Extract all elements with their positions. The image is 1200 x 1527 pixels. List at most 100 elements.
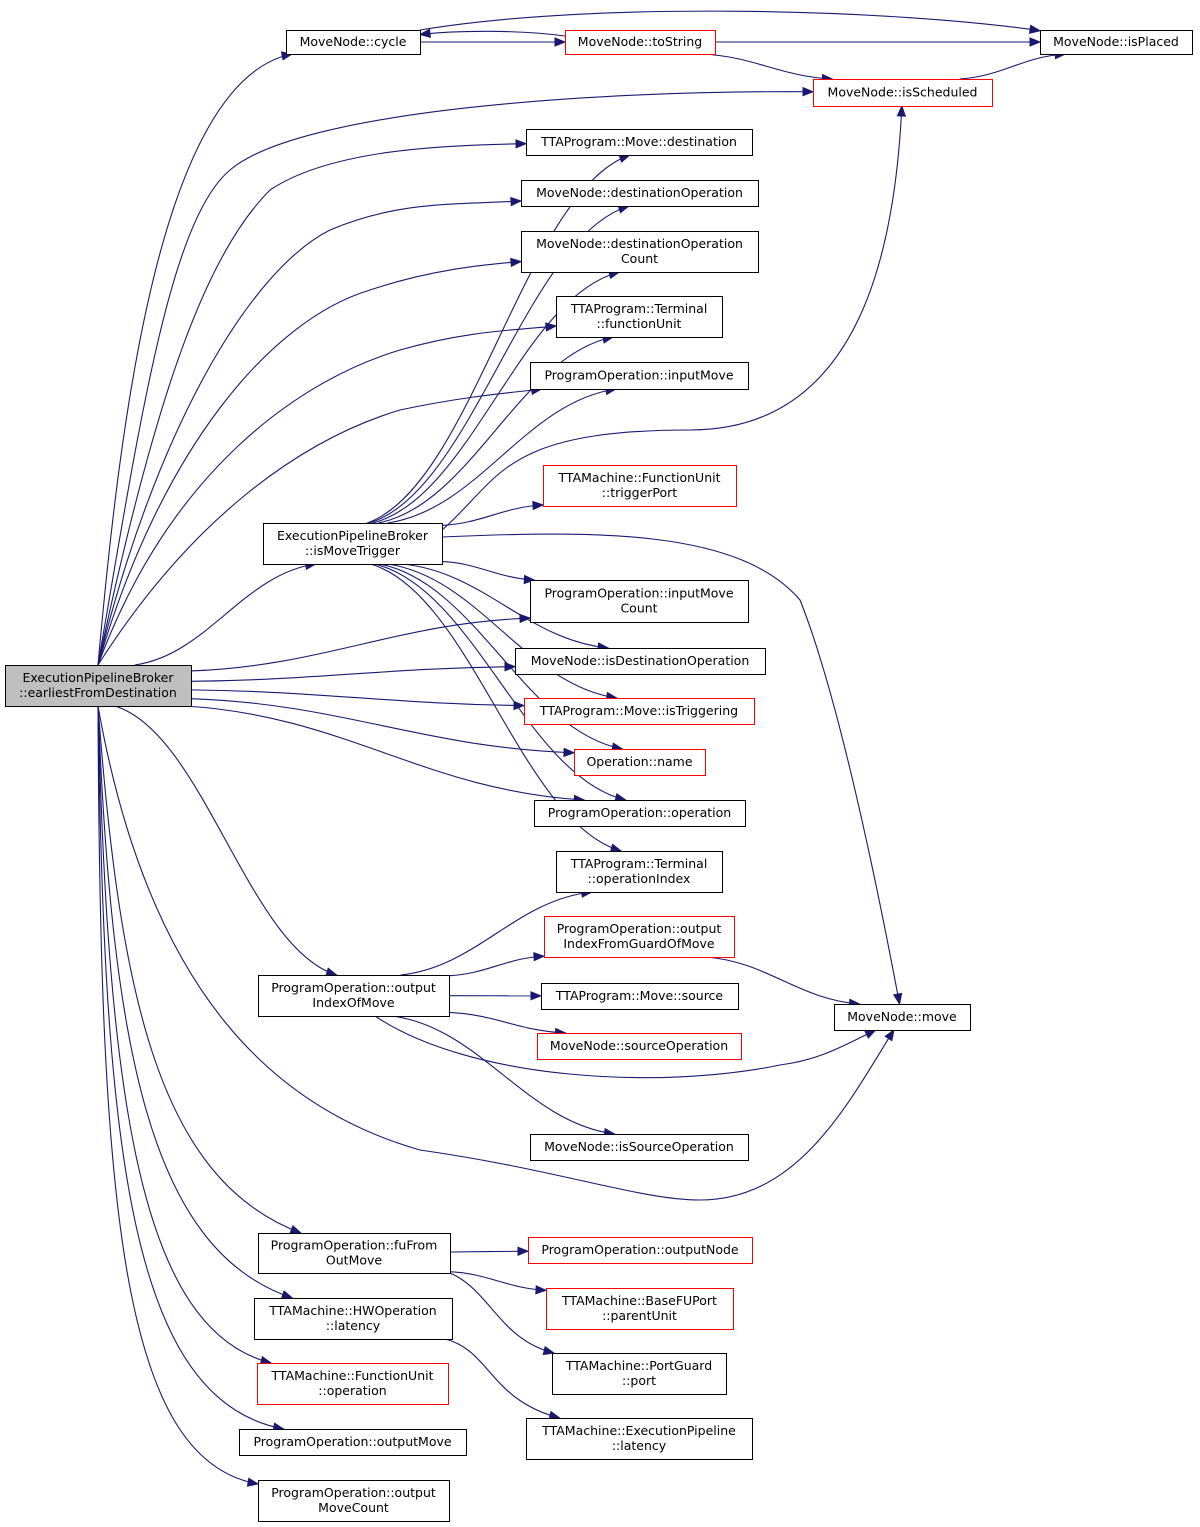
node-box-destOp[interactable] (521, 180, 759, 207)
node-label-outputNode-line-0: ProgramOperation::outputNode (541, 1242, 739, 1257)
edge-outIdxGuard-to-move (705, 956, 860, 1005)
node-box-functionUnit[interactable] (556, 296, 723, 338)
node-box-isTriggering[interactable] (524, 698, 755, 725)
edge-isMoveTrigger-to-destOp (369, 205, 630, 524)
node-box-hwLatency[interactable] (254, 1298, 453, 1340)
node-label-outIdxMove-line-0: ProgramOperation::output (271, 980, 436, 995)
node-move[interactable]: MoveNode::move (834, 1004, 971, 1031)
node-parentUnit[interactable]: TTAMachine::BaseFUPort::parentUnit (546, 1288, 734, 1330)
node-label-opName-line-0: Operation::name (586, 754, 692, 769)
node-box-outputMove[interactable] (239, 1429, 467, 1456)
node-label-functionUnit-line-0: TTAProgram::Terminal (570, 301, 708, 316)
node-box-triggerPort[interactable] (543, 465, 737, 507)
node-isScheduled[interactable]: MoveNode::isScheduled (813, 79, 993, 107)
edge-cycle-to-toString-arrowhead (554, 37, 567, 47)
node-box-isScheduled[interactable] (813, 79, 993, 107)
node-box-outIdxGuard[interactable] (544, 916, 735, 958)
node-box-opName[interactable] (574, 749, 706, 776)
edge-isMoveTrigger-to-inputMoveCount-arrowhead (523, 574, 536, 585)
node-label-epLatency-line-0: TTAMachine::ExecutionPipeline (541, 1423, 736, 1438)
node-functionUnit[interactable]: TTAProgram::Terminal::functionUnit (556, 296, 723, 338)
node-hwLatency[interactable]: TTAMachine::HWOperation::latency (254, 1298, 453, 1340)
node-box-sourceOp[interactable] (537, 1033, 742, 1060)
node-moveSource[interactable]: TTAProgram::Move::source (541, 983, 739, 1010)
node-box-isPlaced[interactable] (1040, 30, 1193, 55)
node-cycle[interactable]: MoveNode::cycle (286, 30, 421, 55)
edge-fuFromOutMove-to-outputNode-arrowhead (517, 1246, 530, 1256)
node-box-fuFromOutMove[interactable] (258, 1233, 451, 1274)
node-isMoveTrigger[interactable]: ExecutionPipelineBroker::isMoveTrigger (263, 523, 443, 565)
node-label-destination-line-0: TTAProgram::Move::destination (540, 134, 737, 149)
edge-outIdxMove-to-move-arrowhead (864, 1029, 877, 1039)
node-box-isMoveTrigger[interactable] (263, 523, 443, 565)
edge-root-to-move-arrowhead (884, 1028, 895, 1042)
edge-isMoveTrigger-to-inputMoveCount (441, 560, 535, 581)
node-toString[interactable]: MoveNode::toString (565, 30, 716, 55)
edge-root-to-isScheduled (97, 91, 814, 666)
edge-root-to-cycle (97, 53, 293, 666)
edge-root-to-move (97, 705, 895, 1201)
edge-fuFromOutMove-to-portGuardPort-arrowhead (542, 1345, 556, 1356)
node-box-portGuardPort[interactable] (552, 1353, 727, 1395)
node-box-cycle[interactable] (286, 30, 421, 55)
edge-toString-to-isPlaced-arrowhead (1029, 37, 1042, 47)
node-box-destination[interactable] (526, 129, 753, 156)
edge-root-to-isMoveTrigger (134, 563, 316, 666)
node-box-epLatency[interactable] (526, 1418, 753, 1460)
node-outputMove[interactable]: ProgramOperation::outputMove (239, 1429, 467, 1456)
edge-root-to-functionUnit-arrowhead (545, 322, 558, 332)
node-label-fuFromOutMove-line-0: ProgramOperation::fuFrom (271, 1238, 438, 1253)
node-portGuardPort[interactable]: TTAMachine::PortGuard::port (552, 1353, 727, 1395)
edge-outIdxMove-to-operationIndex (400, 891, 592, 976)
node-box-move[interactable] (834, 1004, 971, 1031)
node-label-destOp-line-0: MoveNode::destinationOperation (536, 185, 743, 200)
node-isTriggering[interactable]: TTAProgram::Move::isTriggering (524, 698, 755, 725)
node-outputNode[interactable]: ProgramOperation::outputNode (528, 1237, 753, 1264)
node-box-moveSource[interactable] (541, 983, 739, 1010)
node-box-parentUnit[interactable] (546, 1288, 734, 1330)
node-box-isSourceOp[interactable] (530, 1134, 749, 1161)
node-opName[interactable]: Operation::name (574, 749, 706, 776)
node-label-inputMove-line-0: ProgramOperation::inputMove (544, 368, 733, 383)
node-sourceOp[interactable]: MoveNode::sourceOperation (537, 1033, 742, 1060)
node-label-outputMoveCount-line-0: ProgramOperation::output (271, 1485, 436, 1500)
node-operationIndex[interactable]: TTAProgram::Terminal::operationIndex (556, 851, 723, 893)
node-destOp[interactable]: MoveNode::destinationOperation (521, 180, 759, 207)
node-label-hwLatency-line-0: TTAMachine::HWOperation (268, 1303, 436, 1318)
node-layer: ExecutionPipelineBroker::earliestFromDes… (5, 30, 1193, 1522)
node-triggerPort[interactable]: TTAMachine::FunctionUnit::triggerPort (543, 465, 737, 507)
node-inputMove[interactable]: ProgramOperation::inputMove (530, 362, 749, 390)
node-box-outIdxMove[interactable] (258, 975, 450, 1017)
edge-root-to-isTriggering (190, 689, 525, 707)
node-box-operationIndex[interactable] (556, 851, 723, 893)
node-outIdxGuard[interactable]: ProgramOperation::outputIndexFromGuardOf… (544, 916, 735, 958)
node-epLatency[interactable]: TTAMachine::ExecutionPipeline::latency (526, 1418, 753, 1460)
node-box-outputNode[interactable] (528, 1237, 753, 1264)
edge-root-to-outputMove (97, 705, 284, 1430)
node-box-root[interactable] (5, 665, 192, 707)
node-label-isSourceOp-line-0: MoveNode::isSourceOperation (544, 1139, 734, 1154)
node-label-cycle-line-0: MoveNode::cycle (300, 34, 407, 49)
node-box-fuOperation[interactable] (257, 1363, 449, 1405)
node-isDestOp[interactable]: MoveNode::isDestinationOperation (515, 648, 766, 675)
node-box-destOpCount[interactable] (521, 231, 759, 273)
node-root[interactable]: ExecutionPipelineBroker::earliestFromDes… (5, 665, 192, 707)
node-box-inputMove[interactable] (530, 362, 749, 390)
node-box-isDestOp[interactable] (515, 648, 766, 675)
edge-outIdxMove-to-isSourceOp (392, 1015, 615, 1135)
node-isPlaced[interactable]: MoveNode::isPlaced (1040, 30, 1193, 55)
node-box-outputMoveCount[interactable] (258, 1480, 450, 1522)
node-destination[interactable]: TTAProgram::Move::destination (526, 129, 753, 156)
node-box-toString[interactable] (565, 30, 716, 55)
node-isSourceOp[interactable]: MoveNode::isSourceOperation (530, 1134, 749, 1161)
node-box-inputMoveCount[interactable] (530, 580, 749, 623)
node-poOperation[interactable]: ProgramOperation::operation (534, 800, 746, 827)
node-fuOperation[interactable]: TTAMachine::FunctionUnit::operation (257, 1363, 449, 1405)
node-box-poOperation[interactable] (534, 800, 746, 827)
